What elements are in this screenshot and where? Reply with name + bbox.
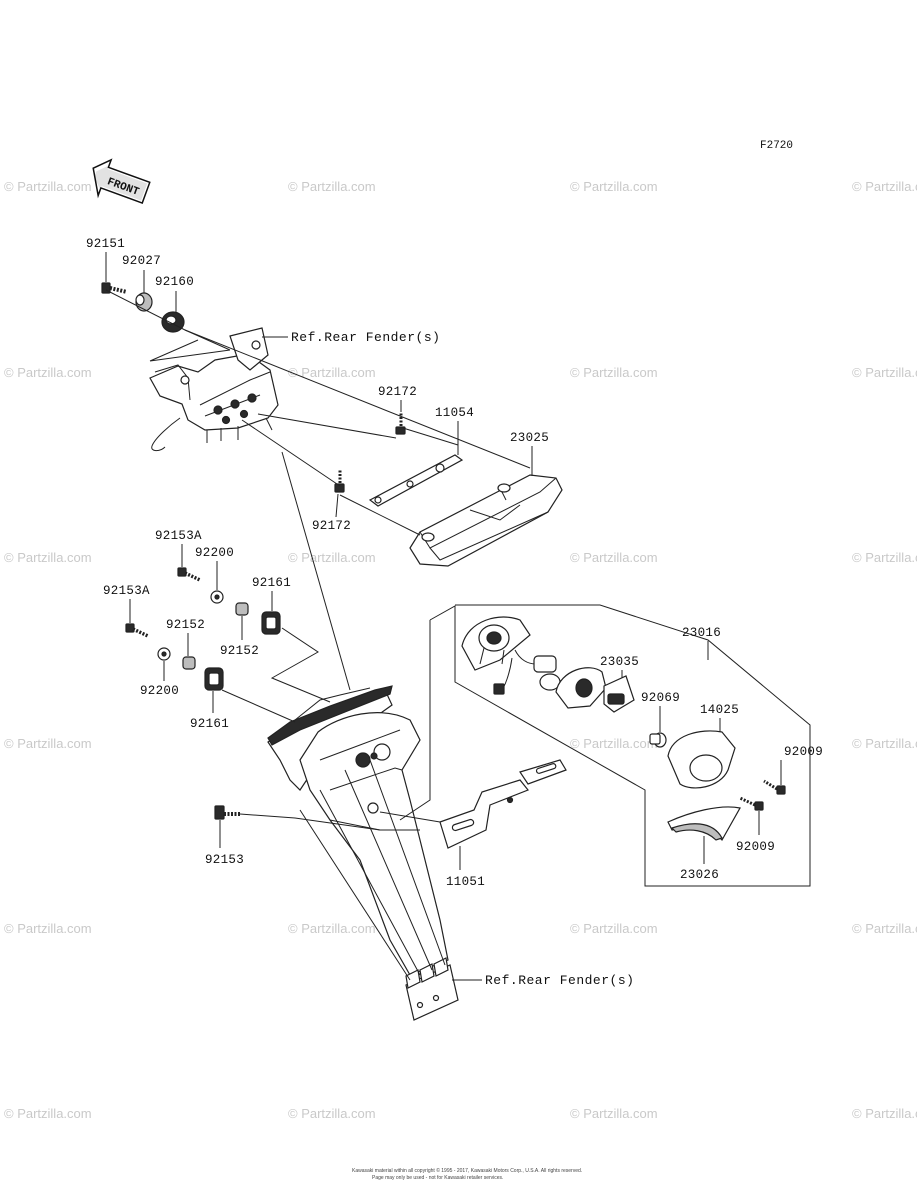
watermark: © Partzilla.com xyxy=(852,736,917,751)
watermark: © Partzilla.com xyxy=(288,1106,376,1121)
part-label-92027: 92027 xyxy=(122,254,161,268)
diagram-code: F2720 xyxy=(760,140,793,152)
collar-92152-right xyxy=(235,602,249,616)
screw-92009-top xyxy=(763,779,786,795)
part-label-92009-bottom: 92009 xyxy=(736,840,775,854)
part-label-92172-bottom: 92172 xyxy=(312,519,351,533)
bracket-11051 xyxy=(439,759,567,849)
part-label-92153A-left: 92153A xyxy=(103,584,150,598)
collar-92027 xyxy=(135,292,153,312)
copyright-line-1: Kawasaki material within all copyright ©… xyxy=(352,1167,582,1174)
washer-92200-top xyxy=(210,590,224,604)
watermark: © Partzilla.com xyxy=(4,736,92,751)
part-label-92161-bottom: 92161 xyxy=(190,717,229,731)
lens-14025 xyxy=(667,730,736,789)
assembly-box-23016 xyxy=(399,604,811,887)
watermark: © Partzilla.com xyxy=(570,550,658,565)
watermark: © Partzilla.com xyxy=(570,921,658,936)
part-label-14025: 14025 xyxy=(700,703,739,717)
watermark: © Partzilla.com xyxy=(570,365,658,380)
part-label-92151: 92151 xyxy=(86,237,125,251)
grommet-92161-top xyxy=(261,611,281,635)
screw-92172-top xyxy=(395,412,406,435)
washer-92200-bottom xyxy=(157,647,171,661)
part-label-92200-bottom: 92200 xyxy=(140,684,179,698)
part-label-23016: 23016 xyxy=(682,626,721,640)
lamp-housing-23016 xyxy=(461,616,531,671)
socket-wire xyxy=(493,649,561,695)
screw-92172-bottom xyxy=(334,470,345,493)
watermark: © Partzilla.com xyxy=(570,1106,658,1121)
part-label-92152-left: 92152 xyxy=(166,618,205,632)
watermark: © Partzilla.com xyxy=(288,921,376,936)
part-label-92152-right: 92152 xyxy=(220,644,259,658)
watermark: © Partzilla.com xyxy=(4,550,92,565)
part-label-92160: 92160 xyxy=(155,275,194,289)
watermark: © Partzilla.com xyxy=(288,550,376,565)
tail-lamp-23025 xyxy=(409,474,563,567)
part-label-23035: 23035 xyxy=(600,655,639,669)
watermark: © Partzilla.com xyxy=(852,365,917,380)
watermark: © Partzilla.com xyxy=(570,736,658,751)
watermark: © Partzilla.com xyxy=(852,921,917,936)
watermark: © Partzilla.com xyxy=(852,179,917,194)
watermark: © Partzilla.com xyxy=(4,1106,92,1121)
part-label-23026: 23026 xyxy=(680,868,719,882)
collar-92152-left xyxy=(182,656,196,670)
watermark: © Partzilla.com xyxy=(852,1106,917,1121)
screw-92009-bottom xyxy=(739,796,764,811)
bolt-92153 xyxy=(214,805,240,820)
part-label-92069: 92069 xyxy=(641,691,680,705)
grommet-92161-bottom xyxy=(204,667,224,691)
lens-holder-23035 xyxy=(555,667,635,713)
bulb-92069 xyxy=(649,732,667,748)
part-label-92200-top: 92200 xyxy=(195,546,234,560)
bolt-92153A-left xyxy=(125,623,149,638)
watermark: © Partzilla.com xyxy=(570,179,658,194)
ref-label-lower: Ref.Rear Fender(s) xyxy=(485,973,634,988)
part-label-92161-top: 92161 xyxy=(252,576,291,590)
part-label-92153A-top: 92153A xyxy=(155,529,202,543)
part-label-11054: 11054 xyxy=(435,406,474,420)
part-label-92153: 92153 xyxy=(205,853,244,867)
watermark: © Partzilla.com xyxy=(4,365,92,380)
watermark: © Partzilla.com xyxy=(288,365,376,380)
part-label-23025: 23025 xyxy=(510,431,549,445)
bracket-11054 xyxy=(368,454,464,507)
part-label-92172-top: 92172 xyxy=(378,385,417,399)
bolt-92153A-top xyxy=(177,567,201,582)
grommet-92160 xyxy=(161,311,185,333)
part-label-11051: 11051 xyxy=(446,875,485,889)
watermark: © Partzilla.com xyxy=(288,179,376,194)
part-labels: 92151 92027 92160 92172 11054 23025 9217… xyxy=(86,237,823,889)
part-label-92009-top: 92009 xyxy=(784,745,823,759)
front-arrow-icon: FRONT xyxy=(92,158,151,204)
watermark: © Partzilla.com xyxy=(4,921,92,936)
cover-23026 xyxy=(667,806,741,842)
copyright-line-2: Page may only be used - not for Kawasaki… xyxy=(372,1175,503,1181)
watermark: © Partzilla.com xyxy=(4,179,92,194)
upper-bracket xyxy=(149,327,279,452)
watermark: © Partzilla.com xyxy=(852,550,917,565)
bolt-92151 xyxy=(101,282,128,294)
license-bracket xyxy=(267,685,459,1021)
ref-label-upper: Ref.Rear Fender(s) xyxy=(291,330,440,345)
